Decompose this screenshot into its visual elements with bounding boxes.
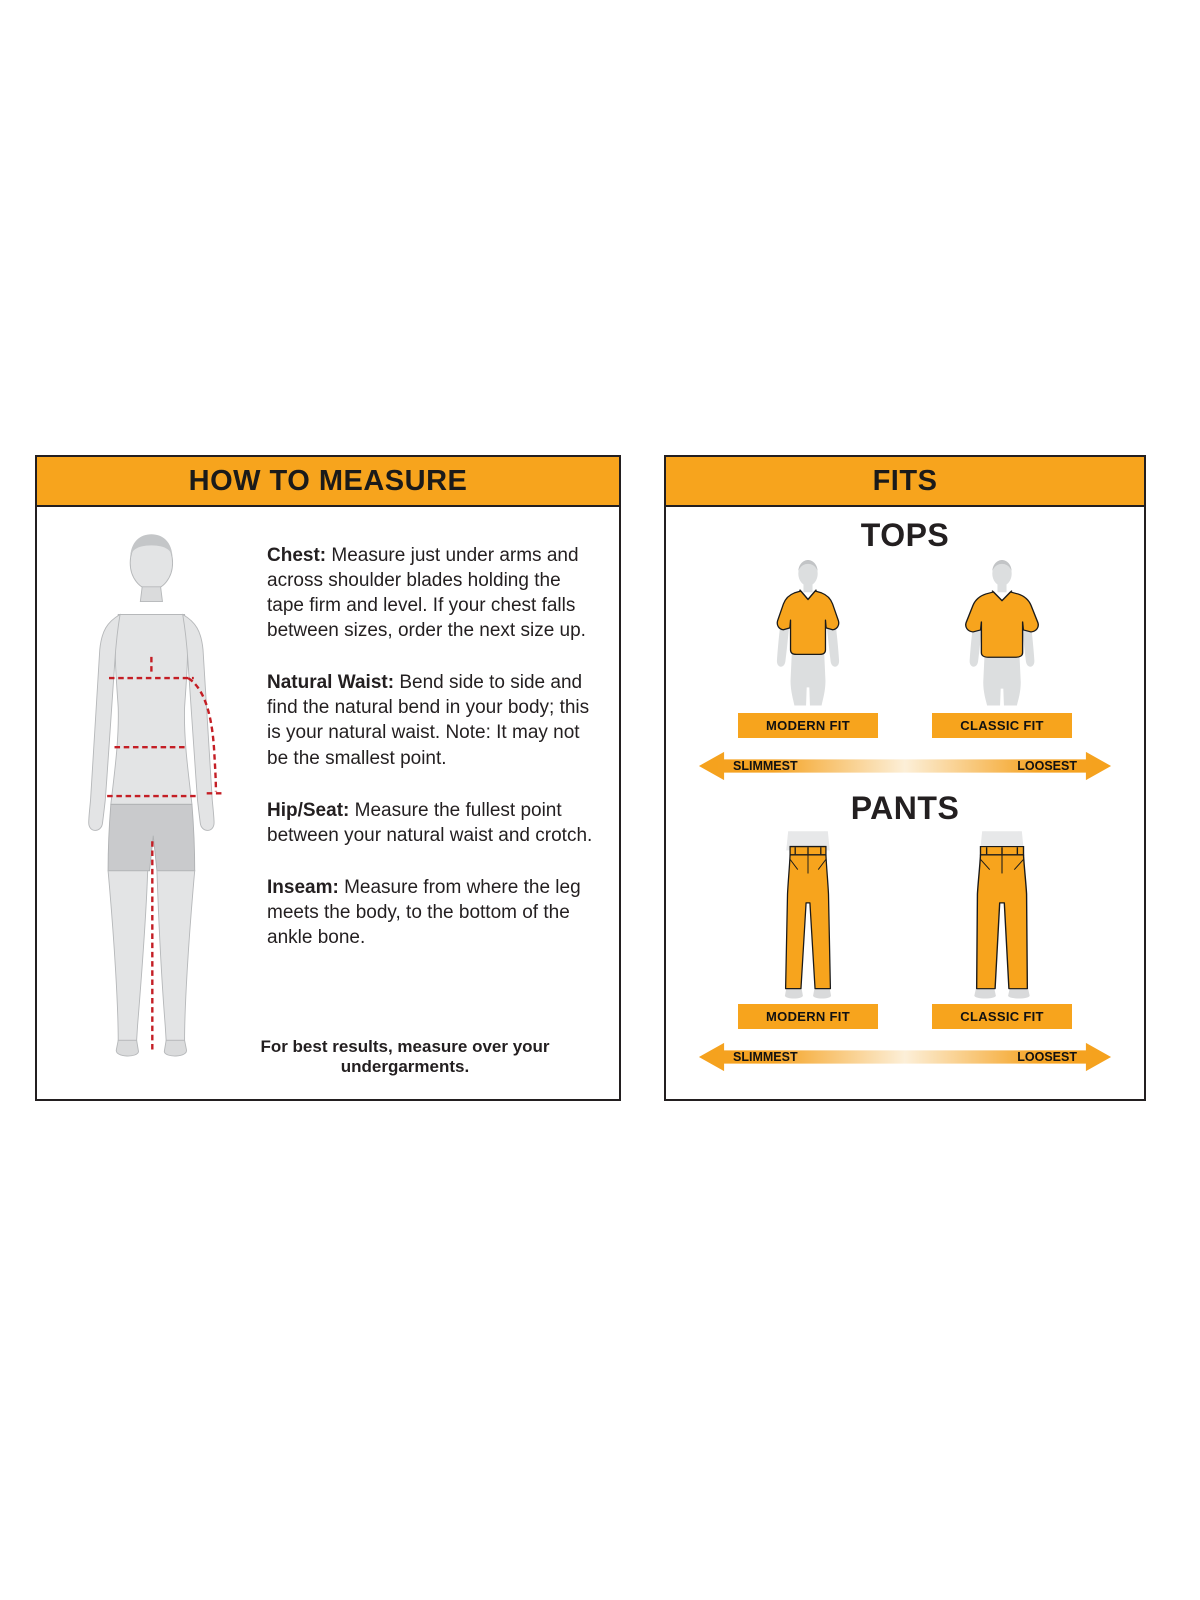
- fits-panel: FITS TOPS: [664, 455, 1146, 1101]
- pants-scale-slimmest-label: SLIMMEST: [733, 1050, 798, 1064]
- measure-instructions: Chest: Measure just under arms and acros…: [267, 515, 605, 1031]
- measure-text-chest: Measure just under arms and across shoul…: [267, 545, 586, 642]
- body-measurement-figure-icon: [88, 534, 224, 1057]
- tops-fit-scale: SLIMMEST LOOSEST: [697, 750, 1113, 782]
- measure-section-inseam: Inseam: Measure from where the leg meets…: [267, 875, 601, 950]
- tops-scale-slimmest-label: SLIMMEST: [733, 759, 798, 773]
- measure-text-inseam: Measure from where the leg meets the bod…: [267, 876, 581, 948]
- tops-modern-fit-label: MODERN FIT: [738, 713, 878, 738]
- how-to-measure-panel: HOW TO MEASURE: [35, 455, 621, 1101]
- fits-title: FITS: [872, 464, 938, 497]
- how-to-measure-title: HOW TO MEASURE: [188, 464, 468, 497]
- pants-scale-loosest-label: LOOSEST: [1017, 1050, 1077, 1064]
- pants-classic-fit: CLASSIC FIT: [918, 831, 1086, 1029]
- tops-figures-row: MODERN FIT CLAS: [724, 558, 1086, 738]
- pants-heading: PANTS: [850, 790, 960, 826]
- tops-classic-fit-label: CLASSIC FIT: [932, 713, 1072, 738]
- measurement-figure-illustration: [45, 515, 267, 1057]
- tops-classic-fit: CLASSIC FIT: [918, 558, 1086, 738]
- tops-modern-fit: MODERN FIT: [724, 558, 892, 738]
- pants-scale-arrow-icon: [698, 1042, 1112, 1072]
- measure-label-chest: Chest:: [267, 545, 327, 566]
- measure-label-hip-seat: Hip/Seat:: [267, 799, 350, 821]
- fits-header: FITS: [666, 457, 1144, 507]
- tshirt-modern-fit-icon: [776, 559, 840, 706]
- pants-figures-row: MODERN FIT: [724, 831, 1086, 1029]
- pants-classic-fit-icon: [974, 831, 1030, 999]
- tops-scale-arrow-icon: [698, 751, 1112, 781]
- fits-body: TOPS MODERN FIT: [666, 507, 1144, 1091]
- how-to-measure-body: Chest: Measure just under arms and acros…: [37, 507, 619, 1101]
- measure-label-inseam: Inseam:: [267, 876, 339, 898]
- tops-heading: TOPS: [860, 517, 950, 553]
- measure-section-hip-seat: Hip/Seat: Measure the fullest point betw…: [267, 798, 601, 848]
- measure-label-natural-waist: Natural Waist:: [267, 672, 395, 694]
- pants-modern-fit-label: MODERN FIT: [738, 1004, 878, 1029]
- measure-footnote: For best results, measure over your unde…: [260, 1037, 550, 1076]
- measure-section-natural-waist: Natural Waist: Bend side to side and fin…: [267, 670, 601, 770]
- pants-modern-fit-icon: [784, 831, 832, 999]
- measure-text-natural-waist: Bend side to side and find the natural b…: [267, 672, 590, 769]
- tshirt-classic-fit-icon: [965, 559, 1039, 706]
- pants-modern-fit: MODERN FIT: [724, 831, 892, 1029]
- pants-classic-fit-label: CLASSIC FIT: [932, 1004, 1072, 1029]
- pants-fit-scale: SLIMMEST LOOSEST: [697, 1041, 1113, 1073]
- how-to-measure-header: HOW TO MEASURE: [37, 457, 619, 507]
- tops-scale-loosest-label: LOOSEST: [1017, 759, 1077, 773]
- measure-text-hip-seat: Measure the fullest point between your n…: [267, 799, 593, 846]
- measure-section-chest: Chest: Measure just under arms and acros…: [267, 543, 601, 643]
